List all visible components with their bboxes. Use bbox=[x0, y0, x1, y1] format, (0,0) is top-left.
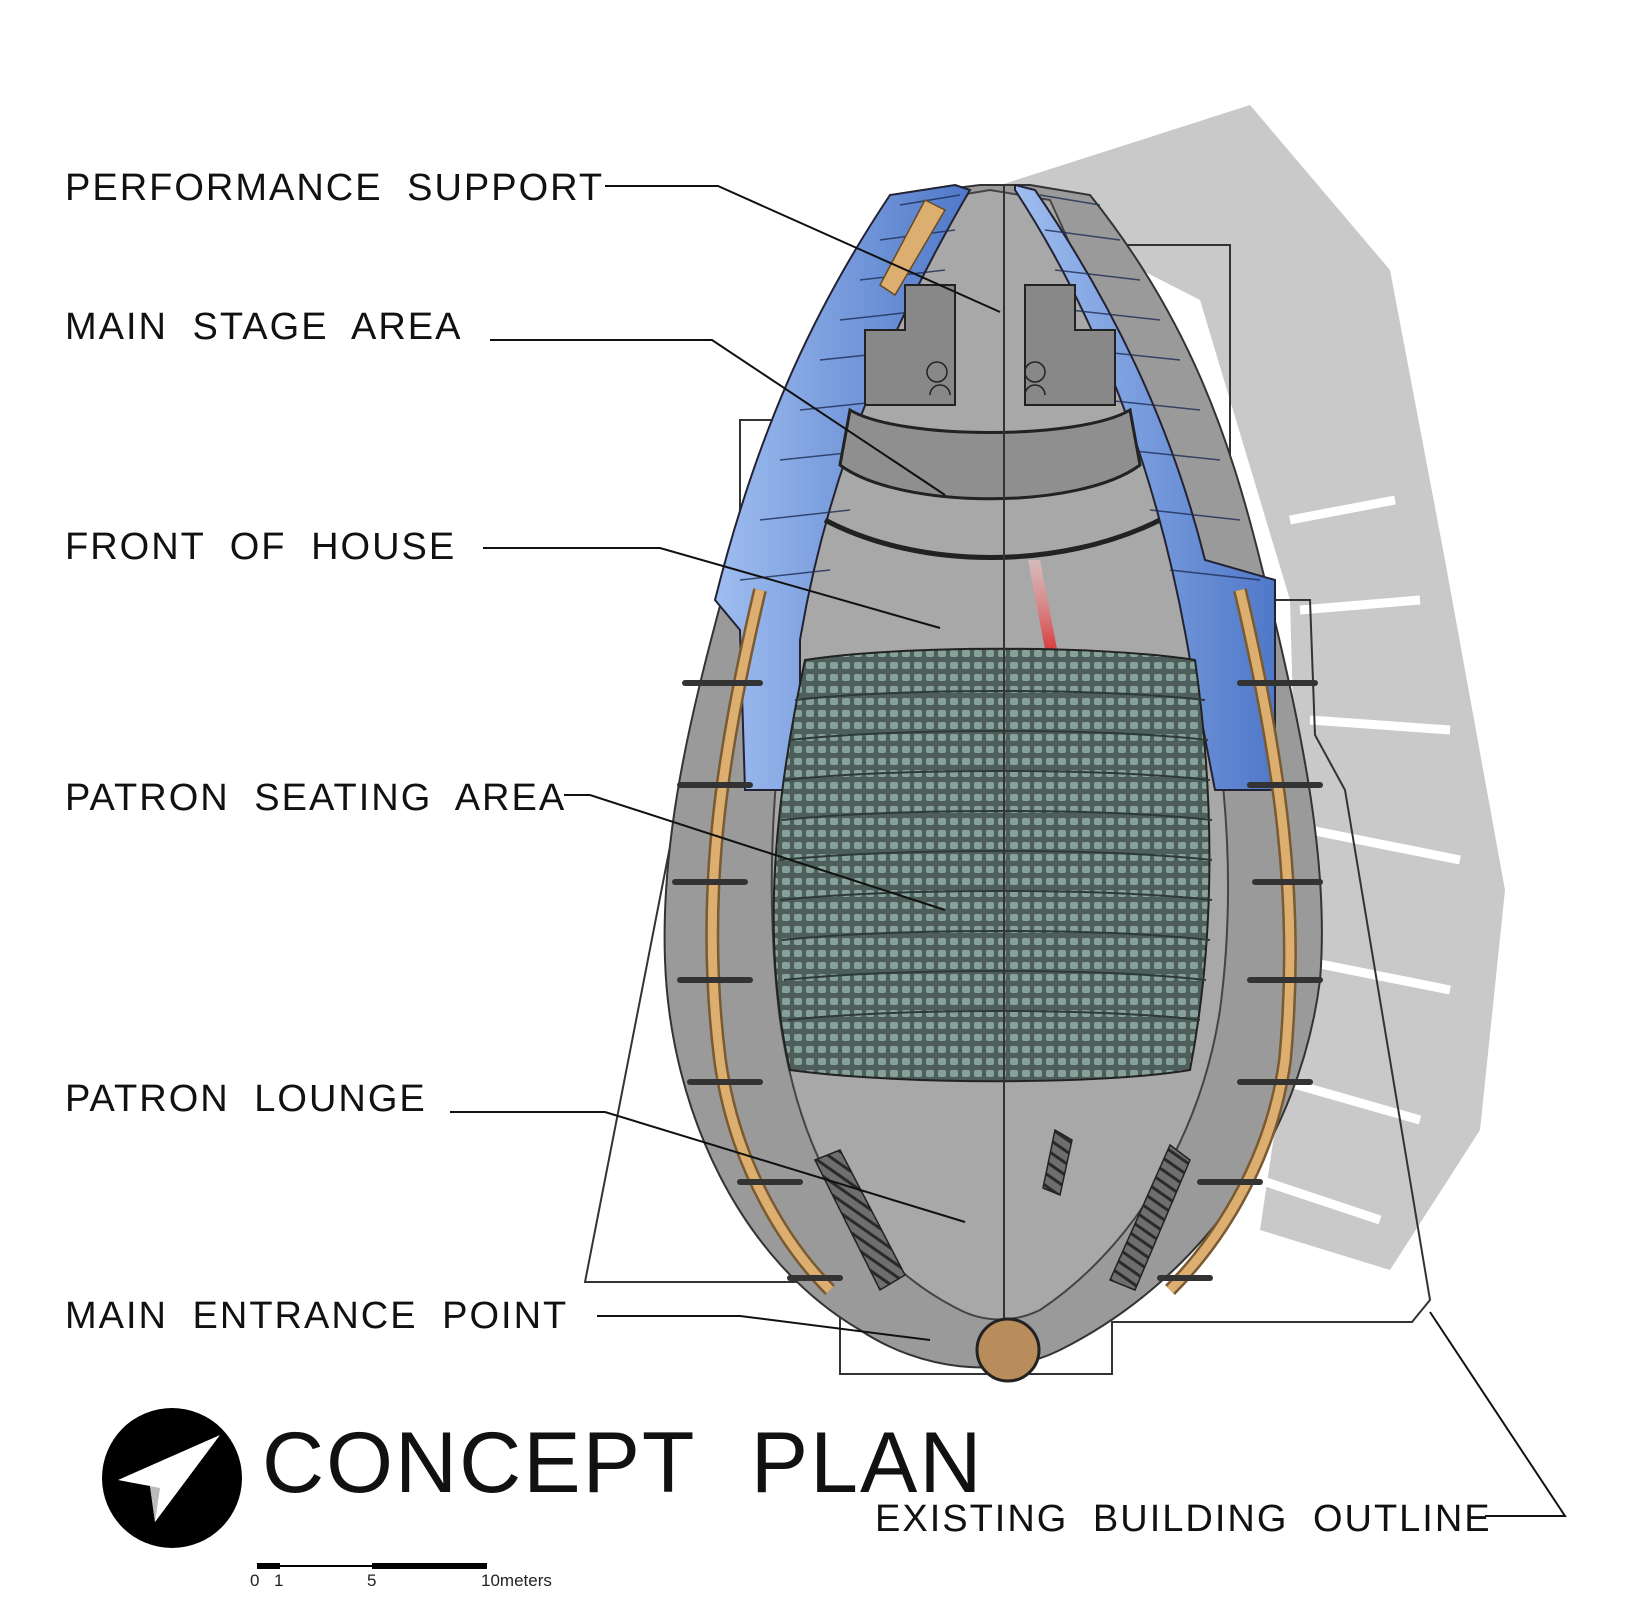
scale-tick-5: 5 bbox=[367, 1571, 376, 1590]
label-patron-lounge: PATRON LOUNGE bbox=[65, 1078, 427, 1120]
leader-lines bbox=[450, 185, 1567, 1517]
timber-rib-left-fill bbox=[707, 588, 834, 1294]
scale-tick-0: 0 bbox=[250, 1571, 259, 1590]
glass-facade-right bbox=[1014, 183, 1276, 791]
scale-bar: 0 1 5 10meters bbox=[250, 1563, 552, 1590]
timber-rib-right-fill bbox=[1166, 588, 1295, 1294]
stair-right bbox=[1108, 1143, 1191, 1291]
stage-edge bbox=[823, 517, 1162, 560]
label-performance-support: PERFORMANCE SUPPORT bbox=[65, 167, 605, 209]
label-front-of-house: FRONT OF HOUSE bbox=[65, 526, 457, 568]
label-main-entrance-point: MAIN ENTRANCE POINT bbox=[65, 1295, 569, 1337]
timber-panel-top-left bbox=[879, 199, 947, 297]
stair-centre bbox=[1042, 1128, 1073, 1197]
scale-tick-1: 1 bbox=[274, 1571, 283, 1590]
performance-support-rooms bbox=[864, 284, 1116, 406]
label-existing-building-outline: EXISTING BUILDING OUTLINE bbox=[875, 1498, 1492, 1540]
north-arrow-icon bbox=[102, 1408, 242, 1548]
existing-building-outline bbox=[583, 244, 1432, 1375]
seat-rows bbox=[779, 690, 1213, 1021]
main-entrance bbox=[975, 1317, 1041, 1383]
fixtures bbox=[926, 361, 1046, 396]
label-main-stage-area: MAIN STAGE AREA bbox=[65, 306, 463, 348]
spotlight-beam bbox=[1028, 560, 1060, 665]
stair-left bbox=[813, 1149, 906, 1292]
page-title: CONCEPT PLAN bbox=[262, 1415, 984, 1511]
main-stage-area bbox=[838, 407, 1142, 501]
label-patron-seating-area: PATRON SEATING AREA bbox=[65, 777, 567, 819]
scale-tick-10: 10meters bbox=[481, 1571, 552, 1590]
frame-struts bbox=[672, 680, 1323, 1281]
